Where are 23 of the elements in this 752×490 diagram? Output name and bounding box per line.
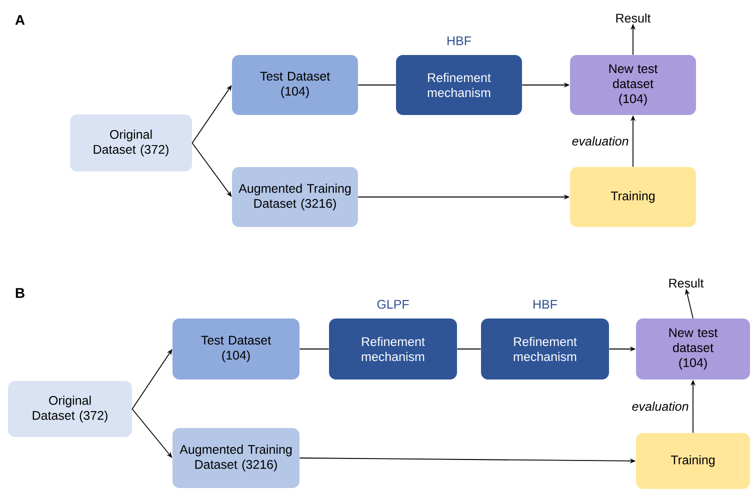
edge-label: evaluation	[572, 136, 628, 146]
result-text: Result	[669, 278, 704, 288]
beside-label: HBF	[534, 300, 557, 309]
process-box: Refinement mechanism	[329, 318, 457, 380]
dataset-box: Original Dataset (372)	[70, 114, 192, 172]
process-box: Refinement mechanism	[396, 55, 522, 115]
beside-label: HBF	[448, 36, 471, 46]
dataset-box: Augmented Training Dataset (3216)	[172, 428, 300, 488]
process-box: Refinement mechanism	[481, 318, 609, 380]
dataset-box: Augmented Training Dataset (3216)	[232, 167, 358, 227]
dataset-box: Original Dataset (372)	[8, 381, 132, 437]
panel-letter: B	[16, 288, 24, 298]
dataset-box: Test Dataset (104)	[172, 318, 300, 380]
dataset-box: New test dataset (104)	[636, 318, 750, 380]
dataset-box: Test Dataset (104)	[232, 55, 358, 115]
process-box: Training	[570, 167, 696, 227]
beside-label: GLPF	[377, 300, 409, 309]
dataset-box: New test dataset (104)	[570, 55, 696, 115]
process-box: Training	[636, 433, 750, 489]
panel-letter: A	[15, 15, 25, 25]
edge-label: evaluation	[632, 402, 688, 411]
arrow	[132, 408, 172, 458]
result-text: Result	[616, 13, 651, 23]
